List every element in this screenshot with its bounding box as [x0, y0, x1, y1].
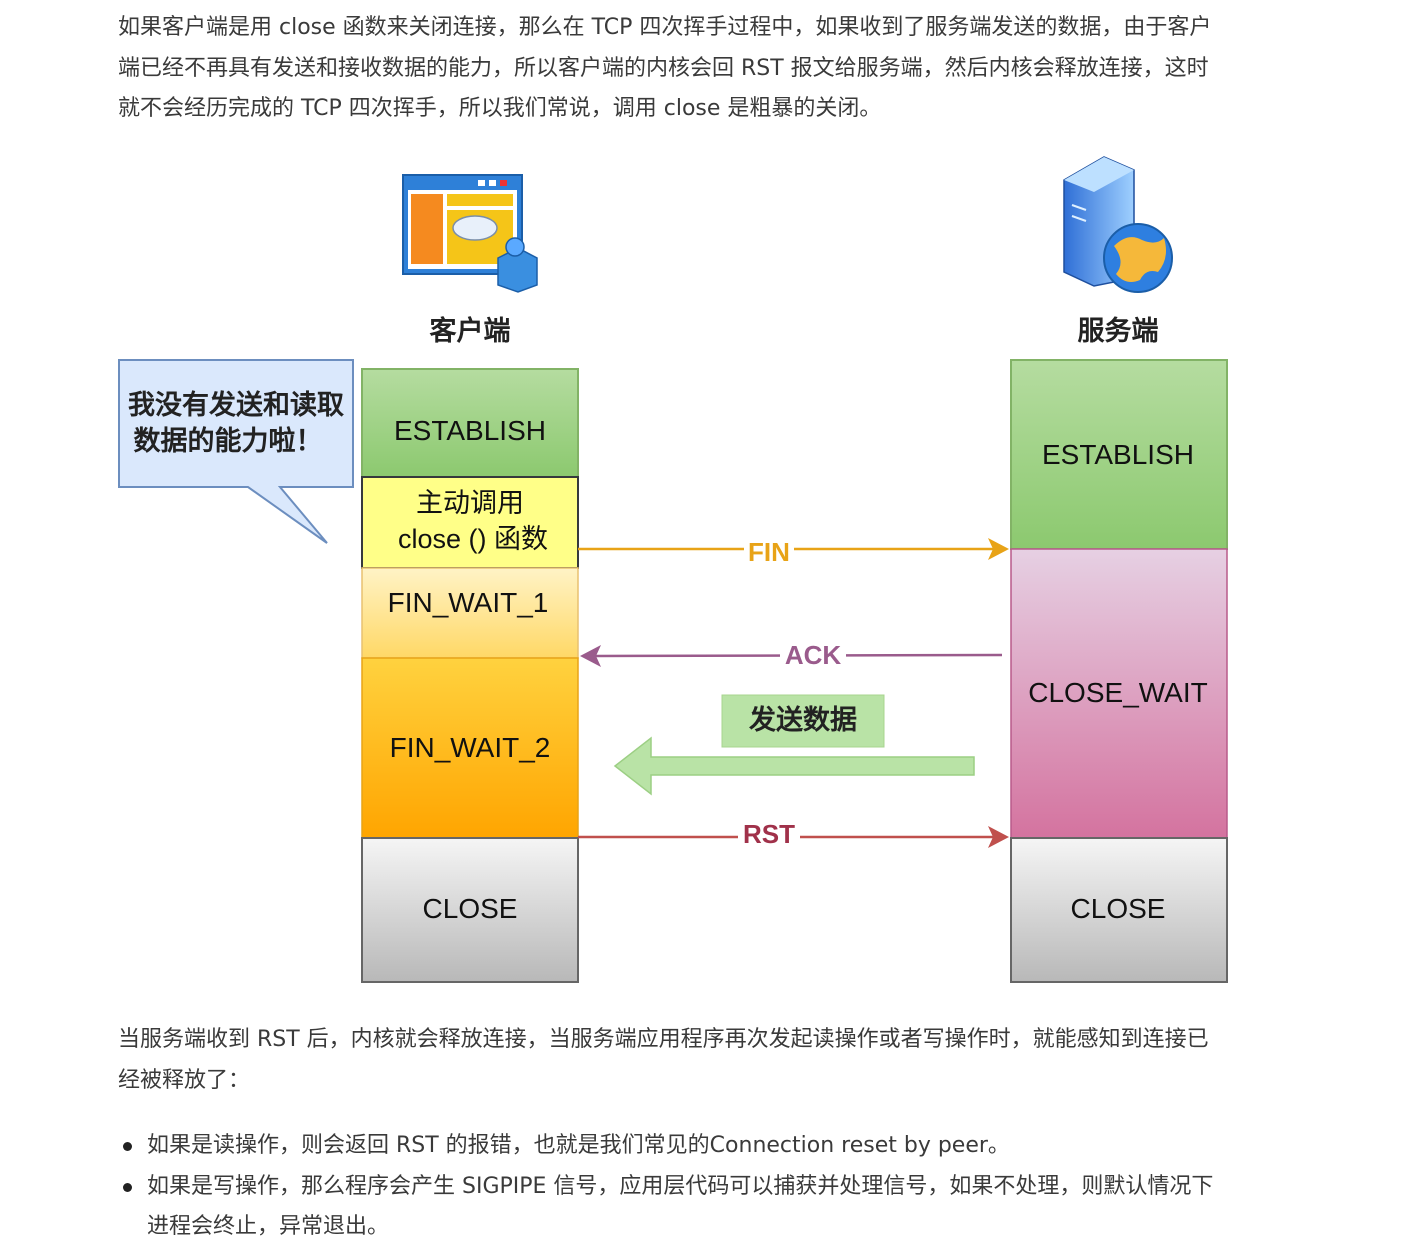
consequence-list: 如果是读操作，则会返回 RST 的报错，也就是我们常见的Connection r…: [118, 1126, 1230, 1248]
server-establish-box: [1010, 359, 1228, 550]
server-state-column: ESTABLISH CLOSE_WAIT CLOSE: [1010, 359, 1228, 983]
client-label: 客户端: [430, 315, 511, 346]
ack-arrow: ACK: [580, 640, 1003, 670]
client-establish-box: [361, 368, 579, 478]
server-close-box: [1010, 837, 1228, 983]
fin-wait-1-box: [361, 567, 579, 659]
send-data-arrow: 发送数据: [613, 694, 975, 796]
server-globe-icon: [1063, 156, 1173, 293]
fin-label: FIN: [748, 537, 790, 567]
fin-wait-2-label: FIN_WAIT_2: [390, 732, 551, 763]
close-wait-box: [1010, 548, 1228, 839]
intro-paragraph: 如果客户端是用 close 函数来关闭连接，那么在 TCP 四次挥手过程中，如果…: [118, 15, 1212, 121]
list-item: 如果是写操作，那么程序会产生 SIGPIPE 信号，应用层代码可以捕获并处理信号…: [118, 1167, 1230, 1248]
speech-bubble-line-2: 数据的能力啦！: [134, 425, 323, 456]
client-state-column: ESTABLISH 主动调用 close () 函数 FIN_WAIT_1 FI…: [361, 368, 579, 983]
server-label: 服务端: [1078, 316, 1159, 346]
speech-bubble-line-1: 我没有发送和读取: [128, 389, 344, 420]
close-call-line-1: 主动调用: [416, 488, 524, 518]
result-paragraph: 当服务端收到 RST 后，内核就会释放连接，当服务端应用程序再次发起读操作或者写…: [118, 1027, 1209, 1093]
rst-arrow: RST: [578, 819, 1009, 849]
client-close-box: [361, 837, 579, 983]
client-establish-label: ESTABLISH: [394, 415, 546, 446]
fin-wait-2-box: [361, 657, 579, 839]
close-wait-label: CLOSE_WAIT: [1028, 677, 1207, 708]
fin-wait-1-label: FIN_WAIT_1: [388, 587, 549, 618]
client-computer-icon: [402, 174, 538, 293]
ack-label: ACK: [785, 640, 842, 670]
fin-arrow: FIN: [578, 537, 1009, 567]
close-call-line-2: close () 函数: [398, 524, 548, 554]
list-item: 如果是读操作，则会返回 RST 的报错，也就是我们常见的Connection r…: [118, 1126, 1230, 1167]
client-close-label: CLOSE: [423, 893, 518, 924]
close-call-box: [361, 476, 579, 569]
rst-label: RST: [743, 819, 795, 849]
speech-bubble: 我没有发送和读取 数据的能力啦！: [118, 359, 354, 544]
tcp-close-diagram: 客户端 服务端 我没有发送和读取 数据的能力啦！ ESTABLISH 主动调用 …: [118, 156, 1228, 983]
send-data-label: 发送数据: [748, 704, 857, 735]
server-close-label: CLOSE: [1071, 893, 1166, 924]
server-establish-label: ESTABLISH: [1042, 439, 1194, 470]
